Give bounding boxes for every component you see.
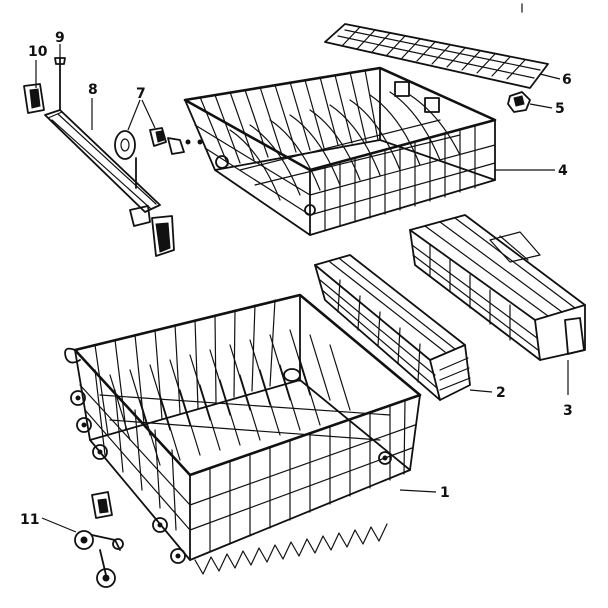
lower-rack-wheels [70, 390, 392, 564]
callout-labels: 1 2 3 4 5 6 7 8 9 10 11 [20, 30, 573, 528]
callout-11: 11 [20, 512, 39, 528]
part-11-wheel-assembly [74, 491, 124, 588]
callout-2: 2 [496, 385, 506, 401]
part-10-end-cap [23, 83, 45, 114]
part-8-track-rail [44, 109, 175, 257]
callout-6: 6 [562, 72, 572, 88]
callout-9: 9 [55, 30, 65, 46]
part-9-screw [54, 57, 66, 111]
callout-8: 8 [88, 82, 98, 98]
part-6-shelf [324, 23, 549, 89]
callout-7: 7 [136, 86, 146, 102]
part-1-lower-rack [64, 293, 422, 575]
callout-5: 5 [555, 101, 565, 117]
part-7-roller-assembly [114, 127, 203, 160]
callout-1: 1 [440, 485, 450, 501]
part-4-upper-rack [183, 66, 497, 236]
leader-lines [35, 44, 569, 533]
part-3-silverware-basket [409, 214, 586, 361]
part-5-clip [507, 91, 531, 113]
callout-10: 10 [28, 44, 48, 60]
callout-4: 4 [558, 163, 568, 179]
callout-3: 3 [563, 403, 573, 419]
part-2-silverware-basket [314, 254, 471, 401]
